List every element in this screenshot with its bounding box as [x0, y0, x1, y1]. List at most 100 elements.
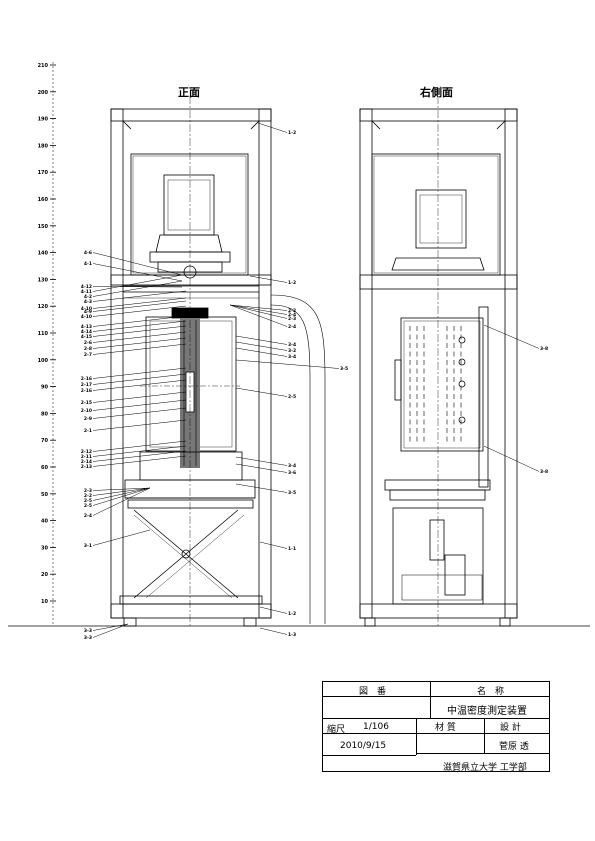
name-label: 名 称 — [477, 687, 505, 697]
title-block: 図 番 名 称 中温密度測定装置 縮尺 1/106 材 質 設 計 2010/9… — [322, 681, 550, 773]
leader-line — [235, 387, 288, 397]
part-callout: 2-16 — [81, 388, 92, 394]
part-callout: 3-5 — [288, 490, 296, 496]
leader-line — [92, 331, 187, 343]
leader-line — [92, 399, 187, 411]
scale-label: 60 — [41, 465, 48, 471]
leader-line — [92, 252, 183, 276]
part-callout: 3-8 — [540, 346, 548, 352]
leader-line — [92, 455, 187, 467]
scale-label: 50 — [41, 492, 48, 498]
part-callout: 3-6 — [288, 470, 296, 476]
part-callout: 4-2 — [84, 294, 92, 300]
leader-line — [92, 305, 187, 317]
part-callout: 4-3 — [84, 299, 92, 305]
material-label: 材 質 — [435, 723, 456, 733]
part-callout: 2-7 — [84, 352, 92, 358]
part-callout: 4-9 — [84, 309, 92, 315]
leader-line — [92, 379, 187, 391]
scale-label: 30 — [41, 545, 48, 551]
leader-line — [259, 606, 288, 614]
leader-line — [259, 627, 288, 635]
part-callout: 4-12 — [81, 284, 92, 290]
name-value: 中温密度測定装置 — [447, 706, 527, 717]
scale-label: 90 — [41, 385, 48, 391]
leader-line — [235, 483, 288, 493]
design-label: 設 計 — [500, 723, 521, 733]
leader-line — [235, 347, 288, 357]
leader-line — [92, 623, 129, 631]
scale-label: 180 — [38, 143, 49, 149]
leader-line — [249, 275, 288, 283]
scale-label: 10 — [41, 599, 48, 605]
part-callout: 4-13 — [81, 324, 92, 330]
part-callout: 4-10 — [81, 314, 92, 320]
part-callout: 2-16 — [81, 376, 92, 382]
part-callout: 2-17 — [81, 382, 92, 388]
leader-line — [92, 367, 187, 379]
drawing-number-label: 図 番 — [359, 687, 387, 697]
part-callout: 3-4 — [288, 342, 296, 348]
scale-label: 120 — [38, 304, 49, 310]
part-callout: 4-11 — [81, 289, 92, 295]
scale-label: 80 — [41, 411, 48, 417]
front-view — [110, 96, 326, 627]
leader-line — [92, 300, 187, 312]
part-callout: 1-3 — [288, 632, 296, 638]
front-view-title: 正面 — [178, 86, 200, 99]
part-callout: 4-14 — [81, 329, 92, 335]
leader-line — [92, 391, 187, 403]
part-callout: 2-1 — [84, 428, 92, 434]
leader-line — [92, 337, 187, 349]
leader-line — [483, 324, 540, 349]
designer-value: 菅原 透 — [499, 742, 529, 752]
leader-line — [92, 487, 151, 501]
leader-line — [92, 529, 151, 546]
leader-line — [235, 341, 288, 351]
leader-line — [92, 419, 187, 431]
leader-line — [92, 290, 187, 302]
leader-line — [92, 274, 183, 292]
leader-line — [92, 487, 151, 491]
leader-line — [92, 320, 187, 332]
part-callout: 2-9 — [84, 416, 92, 422]
part-callout: 2-15 — [81, 400, 92, 406]
scale-label: 100 — [38, 358, 49, 364]
part-callout: 2-2 — [84, 493, 92, 499]
leader-line — [235, 359, 340, 369]
part-callout: 3-5 — [340, 366, 348, 372]
part-callout: 4-1 — [84, 261, 92, 267]
part-callout: 2-3 — [288, 316, 296, 322]
part-callout: 4-6 — [84, 250, 92, 256]
leader-line — [92, 263, 183, 282]
part-callout: 1-2 — [288, 611, 296, 617]
leader-line — [92, 487, 151, 496]
scale-label: 130 — [38, 277, 49, 283]
leader-line — [235, 335, 288, 345]
leader-line — [229, 304, 288, 315]
part-callout: 1-2 — [288, 280, 296, 286]
scale-label: 190 — [38, 117, 49, 123]
part-callout: 1-1 — [288, 546, 296, 552]
part-callout: 4-10 — [81, 306, 92, 312]
leader-line — [92, 487, 151, 506]
scale-label: 210 — [38, 63, 49, 69]
part-callout: 3-8 — [540, 469, 548, 475]
part-callout: 3-3 — [84, 628, 92, 634]
leader-line — [235, 463, 288, 473]
leader-line — [92, 440, 187, 452]
part-callout: 2-12 — [81, 449, 92, 455]
leader-line — [483, 445, 540, 472]
part-callout: 2-5 — [288, 394, 296, 400]
scale-label: 110 — [38, 331, 49, 337]
part-callout: 1-2 — [288, 130, 296, 136]
part-callout: 2-4 — [288, 312, 296, 318]
scale-value: 1/106 — [363, 722, 389, 732]
leader-line — [92, 325, 187, 337]
scale-label: 170 — [38, 170, 49, 176]
part-callout: 3-2 — [288, 348, 296, 354]
scale-label: 140 — [38, 251, 49, 257]
leader-line — [92, 623, 129, 638]
scale-label: 70 — [41, 438, 48, 444]
scale-label: 150 — [38, 224, 49, 230]
